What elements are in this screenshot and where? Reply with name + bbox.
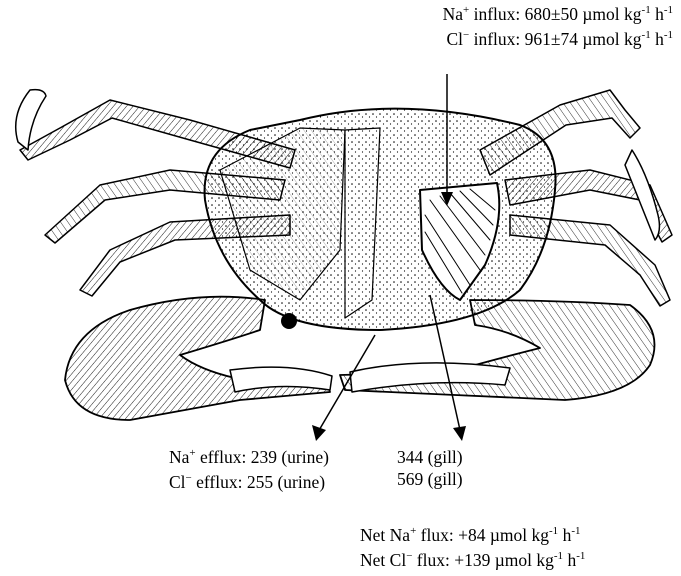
cl-influx-line: Cl− influx: 961±74 µmol kg-1 h-1: [443, 28, 673, 53]
urine-arrowhead: [312, 425, 326, 441]
gill-efflux-label: 344 (gill) 569 (gill): [397, 446, 463, 490]
na-gill-value: 344 (gill): [397, 446, 463, 468]
gill-arrowhead: [453, 426, 466, 441]
net-na-line: Net Na+ flux: +84 µmol kg-1 h-1: [360, 524, 585, 549]
urine-efflux-label: Na+ efflux: 239 (urine) Cl− efflux: 255 …: [169, 446, 329, 496]
net-flux-label: Net Na+ flux: +84 µmol kg-1 h-1 Net Cl− …: [360, 524, 585, 574]
cl-gill-value: 569 (gill): [397, 468, 463, 490]
cl-efflux-line: Cl− efflux: 255 (urine): [169, 471, 329, 496]
na-influx-line: Na+ influx: 680±50 µmol kg-1 h-1: [443, 3, 673, 28]
eye-spot: [281, 313, 297, 329]
influx-label: Na+ influx: 680±50 µmol kg-1 h-1 Cl− inf…: [443, 3, 673, 53]
crab-drawing: [16, 90, 672, 420]
net-cl-line: Net Cl− flux: +139 µmol kg-1 h-1: [360, 549, 585, 574]
na-efflux-line: Na+ efflux: 239 (urine): [169, 446, 329, 471]
